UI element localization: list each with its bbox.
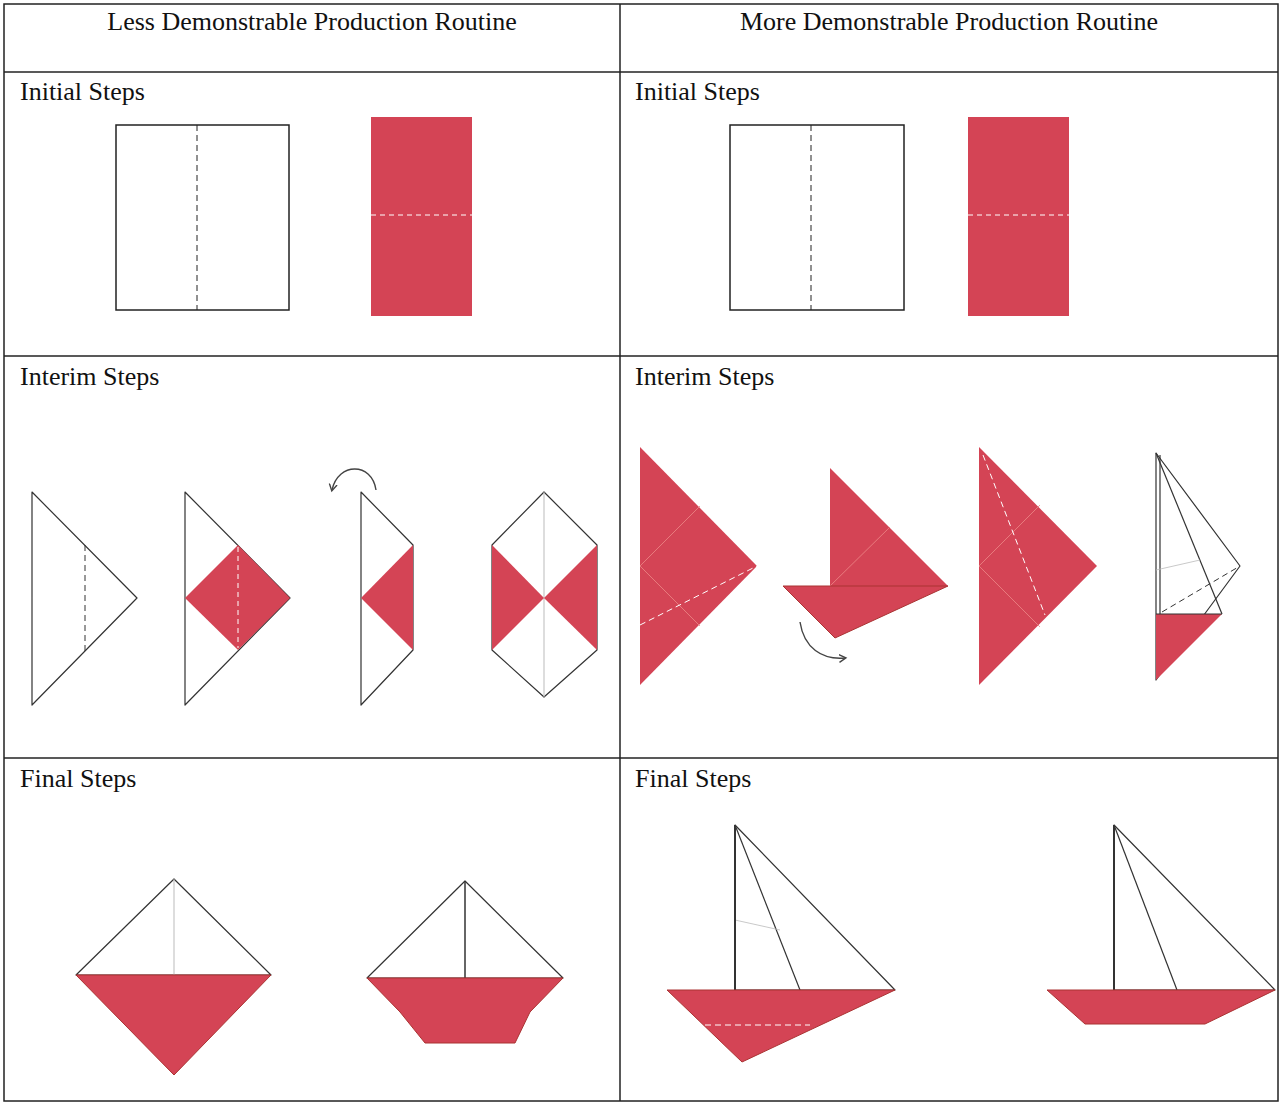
turn-arrow — [332, 469, 376, 490]
mast — [1113, 825, 1115, 990]
mast — [734, 825, 736, 990]
interim-steps-left — [32, 469, 597, 705]
fold-line — [811, 125, 812, 310]
row-rule — [4, 355, 1278, 357]
fold-line — [238, 547, 239, 648]
row-label: Interim Steps — [20, 361, 600, 393]
fold-line — [968, 215, 1069, 216]
red-triangle — [361, 545, 413, 650]
crease — [174, 879, 175, 975]
mast — [464, 881, 466, 978]
paper-square — [730, 125, 904, 310]
row-rule — [4, 71, 1278, 73]
row-label: Interim Steps — [635, 361, 1255, 393]
fold-line — [983, 455, 1045, 615]
red-hull — [1047, 990, 1275, 1024]
row-label: Initial Steps — [20, 76, 600, 108]
paper-triangle — [1156, 453, 1240, 680]
red-hull — [667, 990, 895, 1062]
initial-steps-right — [730, 117, 1069, 316]
sail-edge — [1114, 825, 1177, 990]
red-triangle — [979, 447, 1097, 685]
row-rule — [4, 757, 1278, 759]
row-label: Initial Steps — [635, 76, 1255, 108]
crease — [640, 566, 700, 626]
fold-line — [85, 545, 86, 651]
folded-paper — [371, 117, 472, 316]
table-border — [4, 4, 1278, 1101]
fold-line — [371, 215, 472, 216]
paper-sail — [367, 881, 563, 978]
red-hull — [783, 586, 948, 638]
row-label: Final Steps — [20, 763, 600, 795]
red-hull — [76, 975, 271, 1075]
fold-edge — [1159, 455, 1160, 614]
paper-hexagon — [492, 492, 597, 697]
crease — [735, 920, 780, 930]
fold-line — [640, 566, 757, 625]
fold-line — [705, 1025, 810, 1026]
red-triangle — [640, 447, 757, 685]
red-triangle — [544, 545, 597, 650]
red-diamond — [185, 545, 290, 650]
folded-paper — [968, 117, 1069, 316]
paper-triangle — [32, 492, 137, 705]
fold-line — [197, 125, 198, 310]
table-grid — [4, 4, 1278, 1101]
paper-sail — [1114, 825, 1275, 990]
sail-edge — [735, 825, 800, 990]
paper-sail — [735, 825, 895, 990]
fold-edge — [1156, 613, 1222, 614]
crease — [1156, 560, 1200, 570]
final-steps-right — [667, 825, 1275, 1062]
red-sail — [830, 468, 948, 586]
red-hull — [367, 978, 563, 1043]
column-rule — [619, 4, 621, 1101]
column-header: More Demonstrable Production Routine — [620, 6, 1278, 38]
fold-edge — [1156, 453, 1222, 614]
paper-triangle — [185, 492, 290, 705]
crease — [640, 506, 700, 566]
paper-square — [116, 125, 289, 310]
turn-arrow — [800, 622, 845, 658]
paper-sail — [76, 879, 271, 975]
crease — [979, 566, 1040, 627]
paper-strip — [361, 492, 413, 705]
crease — [979, 505, 1040, 566]
red-triangle — [1156, 614, 1222, 680]
crease — [544, 492, 545, 697]
interim-steps-right — [640, 447, 1240, 685]
final-steps-left — [76, 879, 563, 1075]
column-header: Less Demonstrable Production Routine — [4, 6, 620, 38]
fold-line — [1162, 566, 1240, 612]
initial-steps-left — [116, 117, 472, 316]
row-label: Final Steps — [635, 763, 1255, 795]
crease — [830, 527, 890, 586]
red-triangle — [492, 545, 544, 650]
